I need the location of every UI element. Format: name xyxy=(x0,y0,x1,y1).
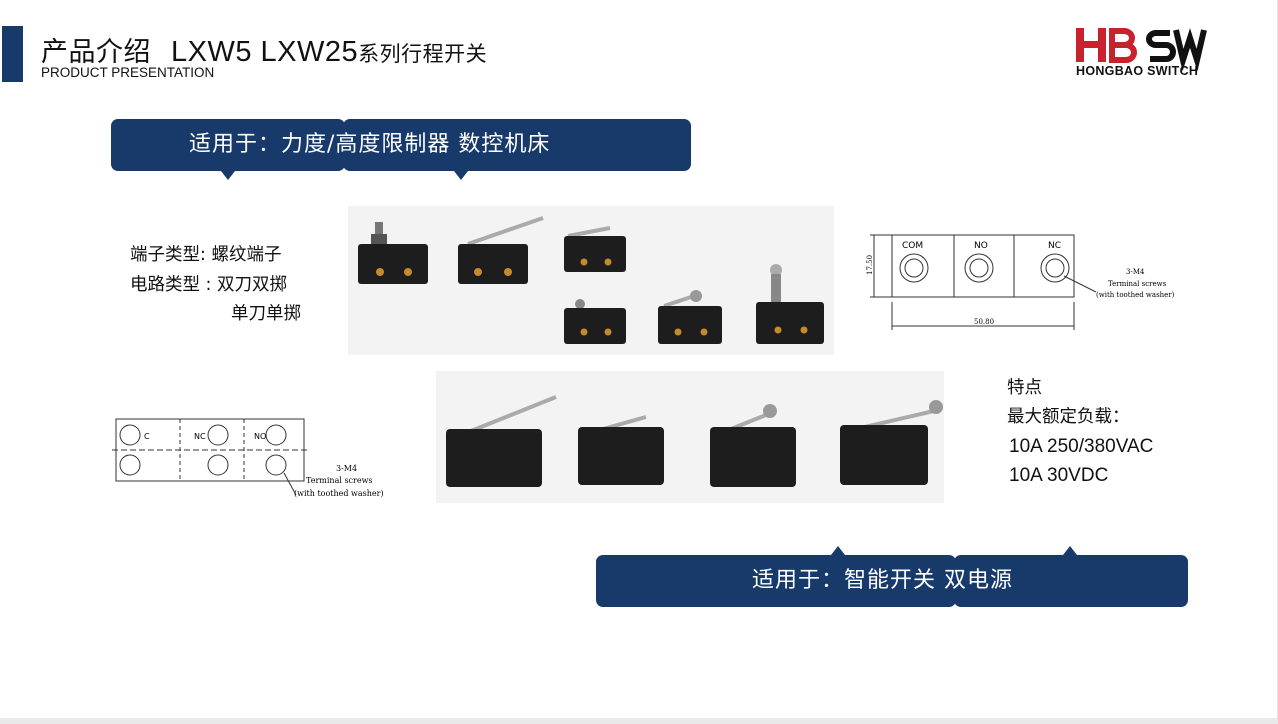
switch-illustrations-lxw5 xyxy=(358,216,824,344)
switch-long-lever xyxy=(458,216,544,284)
switch-long-roller-lever xyxy=(840,400,943,485)
features-block: 特点 最大额定负载： 10A 250/380VAC 10A 30VDC xyxy=(1007,374,1153,490)
switch-roller-plunger xyxy=(756,264,824,344)
switch-long-hinge-lever xyxy=(446,395,557,487)
banner-top-label: 适用于：力度/高度限制器 数控机床 xyxy=(189,132,551,157)
banner-top-pointer-right xyxy=(454,171,468,180)
switch-illustrations-lxw25 xyxy=(446,395,943,487)
drawing-bottom-screw-spec: 3-M4 xyxy=(336,464,357,473)
drawing-top-screw-note-2: (with toothed washer) xyxy=(1096,291,1175,299)
rating-ac: 10A 250/380VAC xyxy=(1009,436,1154,457)
page-subtitle: PRODUCT PRESENTATION xyxy=(41,65,215,80)
title-cn: 产品介绍 xyxy=(41,37,151,68)
terminal-type-spec: 端子类型: 螺纹端子 xyxy=(130,245,282,265)
logo-text: HONGBAO SWITCH xyxy=(1076,64,1199,78)
banner-bottom-segment-left xyxy=(596,555,956,607)
banner-top-segment-right xyxy=(343,119,691,171)
banner-top-pointer-left xyxy=(221,171,235,180)
drawing-bottom-screw-note-2: (with toothed washer) xyxy=(294,489,384,498)
drawing-bottom-screw-note-1: Terminal screws xyxy=(306,476,373,485)
banner-bottom-pointer-right xyxy=(1063,546,1077,555)
terminal-drawing-top: COM NO NC 50.80 17.50 3-M4 Terminal scre… xyxy=(866,234,1175,330)
banner-top-segment-left xyxy=(111,119,345,171)
circuit-type-spec-2: 单刀单掷 xyxy=(231,304,301,324)
drawing-bottom-terminal-c: C xyxy=(144,432,150,441)
switch-plunger xyxy=(358,222,428,284)
drawing-bottom-terminal-no: NO xyxy=(254,432,266,441)
features-heading: 特点 xyxy=(1007,378,1042,398)
banner-bottom-pointer-left xyxy=(831,546,845,555)
switch-button xyxy=(564,299,626,344)
drawing-top-height: 17.50 xyxy=(866,255,874,275)
hongbao-logo xyxy=(1076,28,1207,72)
product-photo-lxw5 xyxy=(348,206,834,355)
circuit-type-spec: 电路类型 : 双刀双掷 xyxy=(130,275,288,295)
drawing-top-terminal-com: COM xyxy=(902,241,923,251)
drawing-top-terminal-nc: NC xyxy=(1048,241,1061,251)
title-suffix: 系列行程开关 xyxy=(358,42,488,66)
application-banner-top: 适用于：力度/高度限制器 数控机床 xyxy=(111,119,691,180)
switch-roller-lever xyxy=(658,290,722,344)
drawing-bottom-terminal-nc: NC xyxy=(194,432,206,441)
drawing-top-terminal-no: NO xyxy=(974,241,988,251)
max-load-label: 最大额定负载： xyxy=(1007,407,1130,427)
title-model: LXW5 LXW25 xyxy=(171,36,359,68)
banner-bottom-segment-right xyxy=(954,555,1188,607)
page-title: 产品介绍 LXW5 LXW25系列行程开关 xyxy=(41,30,487,69)
application-banner-bottom: 适用于：智能开关 双电源 xyxy=(596,546,1188,607)
drawing-top-screw-spec: 3-M4 xyxy=(1126,268,1145,276)
header-accent-bar xyxy=(2,26,23,82)
rating-dc: 10A 30VDC xyxy=(1009,465,1109,486)
terminal-drawing-bottom: C NC NO 3-M4 Terminal screws (with tooth… xyxy=(112,418,384,498)
switch-short-hinge-lever xyxy=(578,415,664,485)
drawing-top-screw-note-1: Terminal screws xyxy=(1108,280,1167,288)
drawing-top-width: 50.80 xyxy=(974,318,994,326)
switch-roller-hinge-lever xyxy=(710,404,796,487)
switch-short-lever xyxy=(564,226,626,272)
banner-bottom-label: 适用于：智能开关 双电源 xyxy=(752,568,1013,593)
product-photo-lxw25 xyxy=(436,371,944,503)
